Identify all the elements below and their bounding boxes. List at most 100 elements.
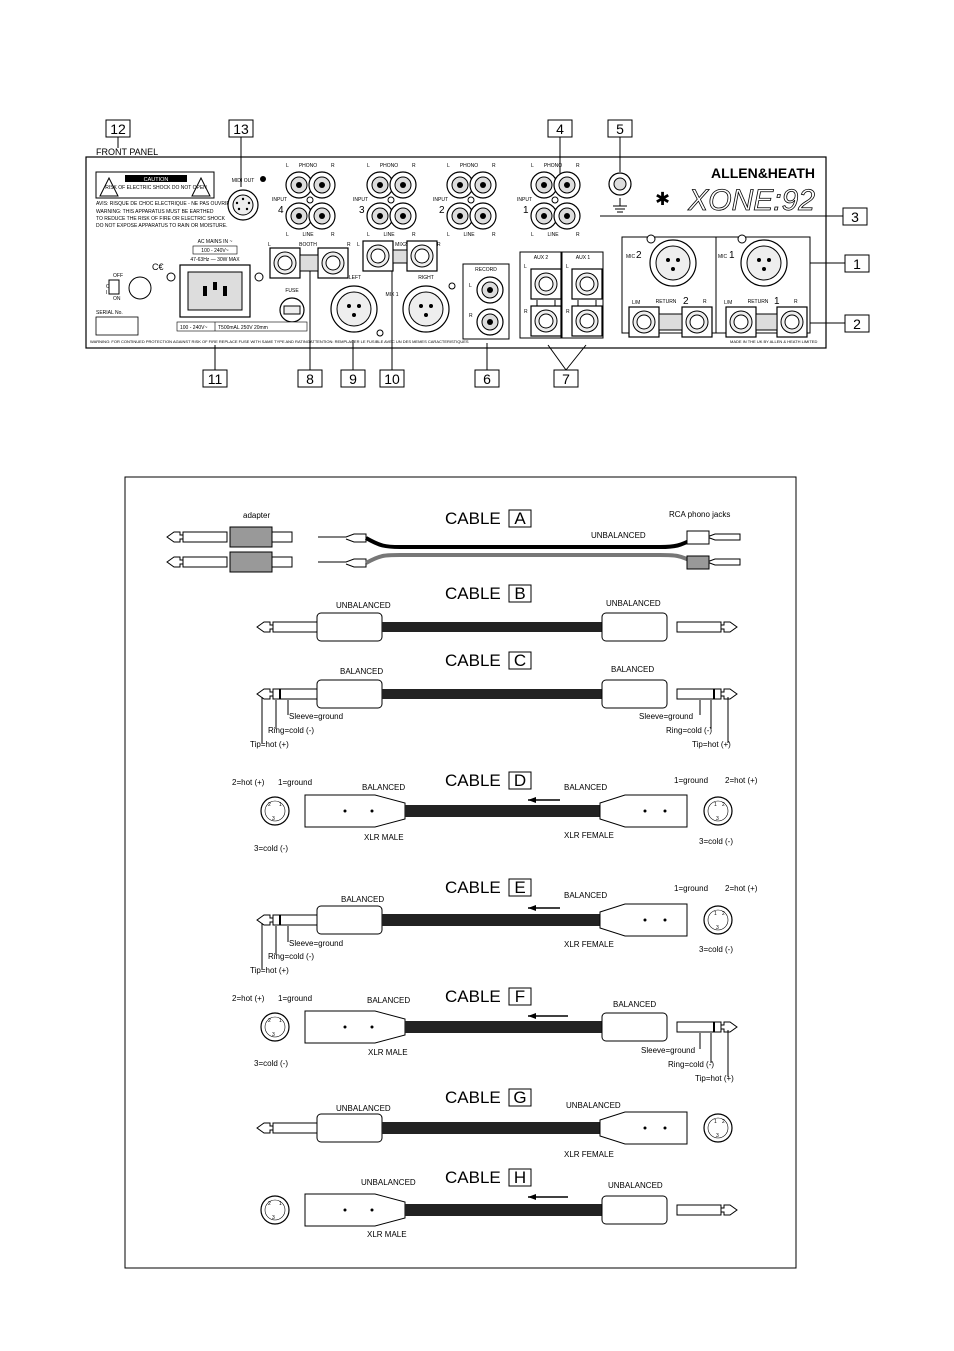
- cable-d: CABLE D BALANCED BALANCED 2=hot (+) 1=gr…: [232, 771, 758, 853]
- cable-b: CABLE B UNBALANCED UNBALANCED: [256, 584, 738, 642]
- mic2-return2: MIC 2 L/M RETURN 2 R: [621, 234, 717, 338]
- svg-text:3=cold (-): 3=cold (-): [254, 844, 288, 853]
- svg-text:O: O: [106, 284, 110, 290]
- svg-text:6: 6: [483, 371, 491, 387]
- callout-13: 13: [228, 119, 254, 138]
- svg-text:WARNING: THIS APPARATUS MUST B: WARNING: THIS APPARATUS MUST BE EARTHED: [96, 209, 214, 215]
- svg-text:XONE:92: XONE:92: [687, 184, 815, 217]
- svg-text:3: 3: [272, 816, 275, 822]
- svg-text:9: 9: [349, 371, 357, 387]
- svg-text:3: 3: [716, 816, 719, 822]
- svg-text:CABLE: CABLE: [445, 1088, 501, 1107]
- svg-text:XLR FEMALE: XLR FEMALE: [564, 1150, 614, 1159]
- svg-text:UNBALANCED: UNBALANCED: [336, 601, 391, 610]
- svg-text:BALANCED: BALANCED: [340, 667, 383, 676]
- svg-text:TO REDUCE THE RISK OF FIRE OR: TO REDUCE THE RISK OF FIRE OR ELECTRIC S…: [96, 216, 226, 222]
- svg-text:R: R: [703, 299, 707, 305]
- svg-text:2=hot (+): 2=hot (+): [232, 994, 265, 1003]
- svg-text:OFF: OFF: [113, 273, 123, 279]
- svg-text:AUX 1: AUX 1: [576, 255, 591, 261]
- svg-text:UNBALANCED: UNBALANCED: [566, 1101, 621, 1110]
- svg-text:3: 3: [716, 925, 719, 931]
- svg-text:PHONO: PHONO: [544, 163, 562, 169]
- svg-text:MIC: MIC: [626, 254, 636, 260]
- svg-text:I: I: [106, 290, 107, 296]
- rear-panel: 12 FRONT PANEL 13 4 5 3 1 2 11 8 9 10 6 …: [85, 119, 870, 388]
- svg-text:MIDI OUT: MIDI OUT: [232, 178, 255, 184]
- svg-text:L/M: L/M: [724, 300, 732, 306]
- svg-text:R: R: [492, 232, 496, 238]
- svg-text:RETURN: RETURN: [656, 299, 677, 305]
- callout-2: 2: [844, 314, 870, 333]
- svg-text:1=ground: 1=ground: [674, 776, 708, 785]
- svg-text:INPUT: INPUT: [517, 197, 532, 203]
- svg-text:RECORD: RECORD: [475, 267, 497, 273]
- svg-text:4: 4: [556, 121, 564, 137]
- record-outputs: RECORD LR: [462, 263, 510, 340]
- made-in-label: MADE IN THE UK BY ALLEN & HEATH LIMITED: [730, 339, 817, 344]
- svg-text:L: L: [531, 163, 534, 169]
- svg-text:CABLE: CABLE: [445, 771, 501, 790]
- svg-text:UNBALANCED: UNBALANCED: [608, 1181, 663, 1190]
- svg-text:BALANCED: BALANCED: [362, 783, 405, 792]
- svg-text:L: L: [531, 232, 534, 238]
- midi-out-socket: MIDI OUT: [227, 176, 266, 221]
- svg-text:BOOTH: BOOTH: [299, 242, 317, 248]
- svg-text:1: 1: [279, 1018, 282, 1024]
- svg-text:adapter: adapter: [243, 511, 270, 520]
- svg-text:LINE: LINE: [383, 232, 395, 238]
- svg-text:R: R: [437, 242, 441, 248]
- cable-f: CABLE F BALANCED BALANCED 2=hot (+) 1=gr…: [232, 987, 738, 1083]
- svg-text:3: 3: [359, 205, 365, 216]
- front-panel-label: FRONT PANEL: [96, 147, 158, 157]
- svg-text:1=ground: 1=ground: [674, 884, 708, 893]
- svg-text:R: R: [412, 232, 416, 238]
- svg-text:2: 2: [268, 1018, 271, 1024]
- svg-text:R: R: [566, 309, 570, 315]
- svg-text:✱: ✱: [655, 189, 670, 209]
- svg-text:R: R: [412, 163, 416, 169]
- svg-text:L: L: [566, 264, 569, 270]
- callout-8: 8: [297, 369, 323, 388]
- svg-text:CABLE: CABLE: [445, 584, 501, 603]
- svg-text:CABLE: CABLE: [445, 878, 501, 897]
- svg-text:CABLE: CABLE: [445, 987, 501, 1006]
- mic1-return1: MIC 1 L/M RETURN 1 R: [715, 234, 811, 338]
- svg-text:UNBALANCED: UNBALANCED: [591, 531, 646, 540]
- svg-text:10: 10: [384, 371, 400, 387]
- svg-text:L/M: L/M: [632, 300, 640, 306]
- svg-text:2=hot (+): 2=hot (+): [725, 776, 758, 785]
- svg-text:A: A: [514, 509, 526, 528]
- cable-diagrams: CABLE A adapter RCA phono jacks UNBALANC…: [124, 476, 797, 1269]
- svg-text:R: R: [469, 313, 473, 319]
- svg-text:1: 1: [714, 911, 717, 917]
- svg-text:MIX 1: MIX 1: [385, 292, 398, 298]
- svg-text:RCA phono jacks: RCA phono jacks: [669, 510, 730, 519]
- svg-text:L: L: [524, 264, 527, 270]
- svg-text:C: C: [514, 651, 526, 670]
- power-switch: OFF O I ON C€: [106, 262, 164, 302]
- ground-terminal: [608, 172, 632, 213]
- svg-text:XLR MALE: XLR MALE: [368, 1048, 408, 1057]
- svg-text:INPUT: INPUT: [433, 197, 448, 203]
- svg-text:LEFT: LEFT: [349, 275, 361, 281]
- svg-text:UNBALANCED: UNBALANCED: [336, 1104, 391, 1113]
- svg-text:47-63Hz — 30W MAX: 47-63Hz — 30W MAX: [190, 257, 240, 263]
- svg-text:UNBALANCED: UNBALANCED: [361, 1178, 416, 1187]
- svg-text:R: R: [347, 242, 351, 248]
- callout-9: 9: [340, 369, 366, 388]
- svg-text:CABLE: CABLE: [445, 1168, 501, 1187]
- ac-mains-inlet: AC MAINS IN ~ 100 - 240V~ 47-63Hz — 30W …: [166, 239, 264, 318]
- svg-text:RIGHT: RIGHT: [418, 275, 434, 281]
- svg-text:R: R: [576, 232, 580, 238]
- svg-text:D: D: [514, 771, 526, 790]
- svg-text:1: 1: [523, 205, 529, 216]
- warning-bottom: WARNING: FOR CONTINUED PROTECTION AGAINS…: [90, 339, 311, 344]
- svg-text:11: 11: [208, 371, 223, 387]
- svg-text:G: G: [513, 1088, 526, 1107]
